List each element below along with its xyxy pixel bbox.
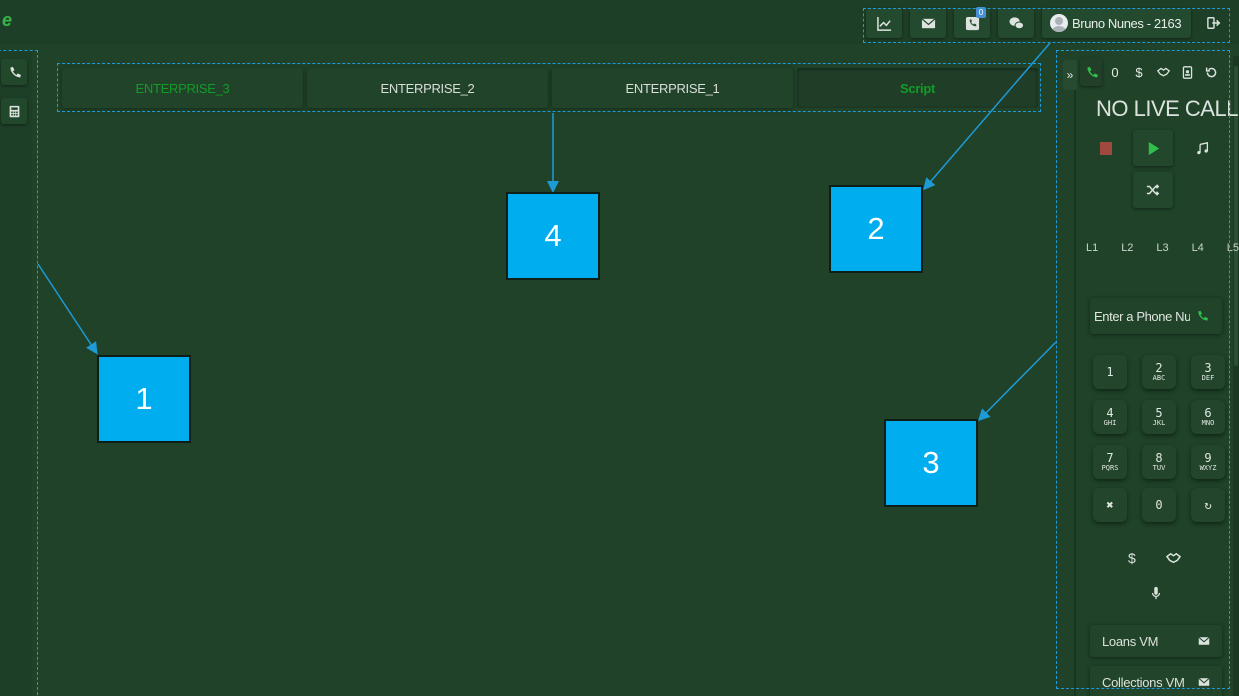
arrow-3: [977, 341, 1057, 422]
loans-vm-label: Loans VM: [1102, 633, 1159, 649]
app-logo: e: [2, 10, 13, 30]
phone-number-field: [1090, 298, 1222, 334]
play-icon: [1148, 141, 1159, 155]
call-status: NO LIVE CALL: [1096, 96, 1238, 121]
line-selector: L1 L2 L3 L4 L5: [1086, 242, 1239, 254]
phone-square-icon: [965, 16, 979, 30]
sign-out-icon: [1207, 17, 1221, 29]
stats-button[interactable]: [866, 8, 902, 38]
collapse-panel-button[interactable]: »: [1063, 60, 1077, 90]
right-panel-scroll-track[interactable]: [1233, 56, 1239, 696]
times-icon: ✖: [1106, 498, 1114, 512]
clear-key[interactable]: ✖: [1093, 488, 1127, 522]
handshake-icon: [1165, 552, 1182, 564]
phone-rail-button[interactable]: [1, 59, 27, 85]
dollar-button[interactable]: $: [1135, 64, 1143, 80]
softphone-phone-button[interactable]: [1080, 58, 1102, 86]
callout-4: 4: [506, 192, 600, 280]
region-3-outline: [1056, 50, 1230, 689]
callout-3: 3: [884, 419, 978, 507]
handshake-icon: [1156, 67, 1170, 76]
tab-enterprise-3[interactable]: ENTERPRISE_3: [62, 68, 303, 108]
shuffle-button[interactable]: [1133, 172, 1173, 208]
chart-line-icon: [876, 16, 891, 31]
callout-1: 1: [97, 355, 191, 443]
random-icon: [1146, 184, 1160, 196]
payment-button[interactable]: $: [1128, 550, 1136, 566]
wechat-icon: [1008, 16, 1024, 29]
phone-number-input[interactable]: [1090, 298, 1190, 334]
line-4[interactable]: L4: [1191, 242, 1204, 254]
phone-icon: [9, 66, 21, 77]
tab-enterprise-1[interactable]: ENTERPRISE_1: [552, 68, 793, 108]
collections-vm-label: Collections VM: [1102, 674, 1185, 690]
history-button[interactable]: [1200, 58, 1222, 86]
region-1-outline: [0, 50, 38, 696]
region-2-outline: [863, 8, 1230, 43]
tab-enterprise-2[interactable]: ENTERPRISE_2: [307, 68, 548, 108]
right-panel-scroll-thumb[interactable]: [1234, 66, 1238, 366]
envelope-icon: [1198, 636, 1210, 645]
envelope-icon: [1198, 677, 1210, 686]
play-button[interactable]: [1133, 130, 1173, 166]
chat-button[interactable]: [998, 8, 1034, 38]
envelope-icon: [921, 17, 935, 28]
user-name: Bruno Nunes - 2163: [1072, 15, 1182, 31]
music-button[interactable]: [1182, 130, 1222, 166]
phone-icon: [1086, 66, 1098, 77]
phone-icon[interactable]: [1196, 310, 1208, 322]
top-bar: e 0 Bruno Nunes - 2163: [0, 0, 1239, 44]
messages-button[interactable]: [910, 8, 946, 38]
calls-button[interactable]: 0: [954, 7, 990, 38]
call-count[interactable]: 0: [1111, 64, 1119, 80]
loans-vm-button[interactable]: Loans VM: [1090, 625, 1222, 657]
logout-button[interactable]: [1201, 8, 1227, 38]
undo-icon: ↻: [1204, 498, 1212, 512]
stop-icon: [1100, 141, 1112, 155]
history-icon: [1205, 67, 1216, 77]
mute-button[interactable]: [1149, 586, 1163, 605]
softphone-toolbar: 0 $: [1080, 56, 1239, 88]
arrow-1: [37, 263, 98, 355]
region-4-outline: [57, 63, 1041, 112]
line-1[interactable]: L1: [1086, 242, 1099, 254]
contact-card-button[interactable]: [1176, 58, 1198, 86]
left-rail: [0, 50, 32, 696]
promise-button[interactable]: [1165, 551, 1182, 571]
music-icon: [1196, 141, 1208, 154]
collections-vm-button[interactable]: Collections VM: [1090, 666, 1222, 696]
id-badge-icon: [1182, 65, 1192, 79]
enterprise-tabs: ENTERPRISE_3 ENTERPRISE_2 ENTERPRISE_1 S…: [62, 68, 1038, 108]
redial-key[interactable]: ↻: [1191, 488, 1225, 522]
line-3[interactable]: L3: [1156, 242, 1169, 254]
handshake-button[interactable]: [1152, 58, 1174, 86]
panel-divider: [1074, 90, 1076, 696]
line-2[interactable]: L2: [1121, 242, 1134, 254]
stop-button[interactable]: [1086, 130, 1126, 166]
top-toolbar: 0 Bruno Nunes - 2163: [866, 7, 1227, 38]
calculator-icon: [9, 105, 19, 117]
dial-key-0[interactable]: 0: [1142, 488, 1176, 522]
user-menu[interactable]: Bruno Nunes - 2163: [1042, 8, 1192, 38]
callout-2: 2: [829, 185, 923, 273]
avatar: [1050, 14, 1068, 32]
calls-badge: 0: [976, 7, 986, 18]
microphone-icon: [1151, 586, 1161, 600]
calculator-rail-button[interactable]: [1, 98, 27, 124]
dial-key-1[interactable]: 1: [1093, 355, 1127, 389]
